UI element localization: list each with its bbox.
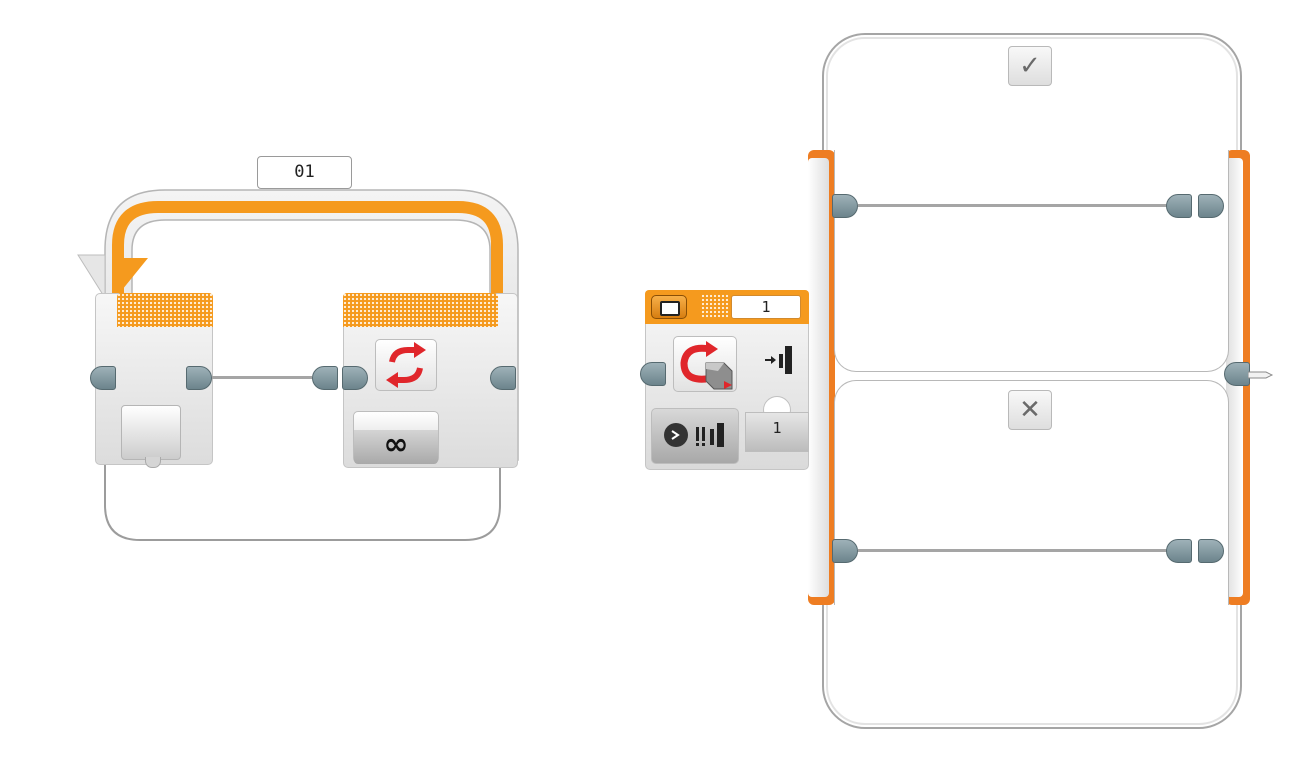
switch-condition-block: 1 [645,290,809,470]
case-true-wire [858,204,1168,207]
loop-name-field[interactable]: 01 [257,156,352,189]
switch-sequence-out[interactable] [1224,362,1250,386]
view-toggle-button[interactable] [651,295,687,319]
port-selector-icon[interactable] [651,408,739,464]
switch-sequence-in[interactable] [640,362,666,386]
loop-arrows-icon [375,339,437,391]
case-true-end-out[interactable] [1198,194,1224,218]
loop-mode-selector[interactable]: ∞ [353,411,439,464]
loop-start-grip[interactable] [117,293,213,327]
case-true-panel [834,150,1229,372]
loop-start-sequence-out[interactable] [186,366,212,390]
motor-rotation-sensor-icon [673,336,737,392]
loop-end-inner-out[interactable] [342,366,368,390]
loop-end: ∞ [343,293,518,468]
case-false-tab[interactable]: ✕ [1008,390,1052,430]
case-false-end-in[interactable] [1166,539,1192,563]
case-true-end-in[interactable] [1166,194,1192,218]
switch-left-frame [808,150,835,605]
check-icon: ✓ [1019,51,1041,81]
case-false-sequence-in[interactable] [832,539,858,563]
cross-icon: ✕ [1019,395,1041,425]
loop-sequence-out[interactable] [490,366,516,390]
compare-value-input[interactable]: 1 [745,412,809,452]
switch-grip[interactable] [701,294,729,318]
loop-frame [77,189,519,541]
case-true-tab[interactable]: ✓ [1008,46,1052,86]
case-false-wire [858,549,1168,552]
output-arrow-icon [1248,371,1274,379]
loop-end-grip[interactable] [343,293,498,327]
loop-start-dock [121,405,181,460]
infinity-icon: ∞ [354,430,438,464]
case-false-end-out[interactable] [1198,539,1224,563]
loop-start-sequence-in[interactable] [90,366,116,390]
reset-icon [765,346,792,374]
loop-end-sequence-in[interactable] [312,366,338,390]
loop-internal-wire [212,376,312,379]
port-selector[interactable]: 1 [731,295,801,319]
case-true-sequence-in[interactable] [832,194,858,218]
